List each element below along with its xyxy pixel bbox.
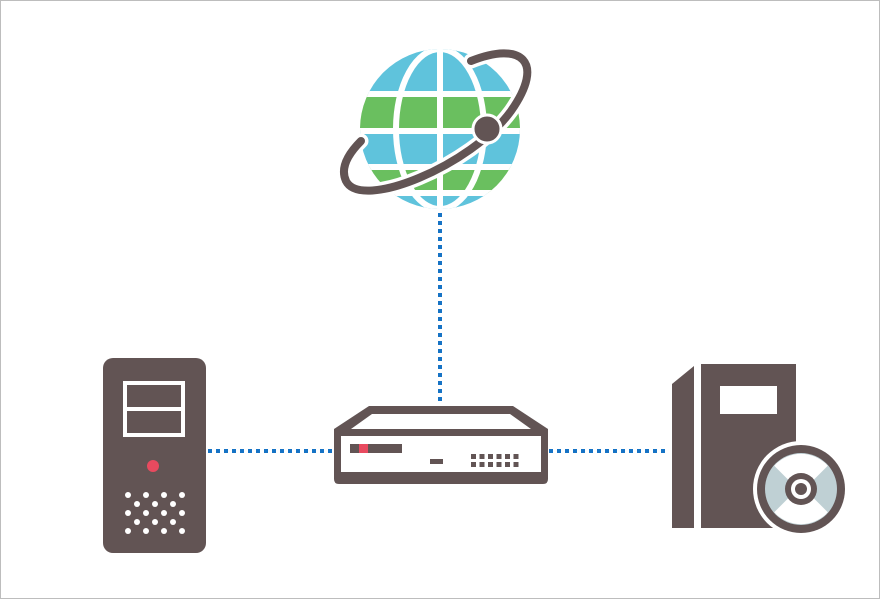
grille-hole (125, 492, 131, 498)
grille-hole (125, 510, 131, 516)
grille-hole (143, 510, 149, 516)
router-icon (334, 406, 548, 484)
grille-hole (170, 501, 176, 507)
grille-hole (170, 519, 176, 525)
grille-hole (179, 528, 185, 534)
software-package-icon (672, 364, 849, 537)
router-port (488, 454, 493, 459)
router-port (471, 454, 476, 459)
router-port (513, 454, 519, 459)
grille-hole (134, 501, 140, 507)
grille-hole (134, 519, 140, 525)
grille-hole (161, 492, 167, 498)
grille-hole (161, 510, 167, 516)
router-port (496, 462, 502, 467)
power-led (147, 460, 159, 472)
grille-hole (152, 501, 158, 507)
grille-hole (143, 492, 149, 498)
router-port (488, 462, 493, 467)
grille-hole (143, 528, 149, 534)
router-port (479, 454, 485, 459)
router-port (471, 462, 476, 467)
disc-icon (753, 441, 849, 537)
router-port (505, 462, 510, 467)
router-port (496, 454, 502, 459)
router-port (479, 462, 485, 467)
grille-hole (125, 528, 131, 534)
status-led (359, 444, 368, 453)
grille-hole (179, 492, 185, 498)
grille-hole (161, 528, 167, 534)
router-port (513, 462, 519, 467)
grille-hole (152, 519, 158, 525)
router-port (505, 454, 510, 459)
globe-icon (336, 45, 535, 209)
desktop-tower-icon (103, 358, 206, 553)
grille-hole (179, 510, 185, 516)
